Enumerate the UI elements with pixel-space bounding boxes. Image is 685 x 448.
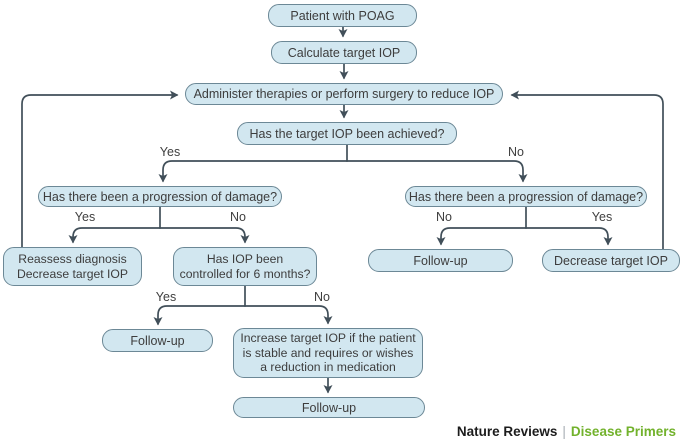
node-calculate-target-iop: Calculate target IOP: [271, 41, 417, 64]
edge-label-achieved-yes: Yes: [159, 145, 181, 159]
node-reassess-diagnosis: Reassess diagnosis Decrease target IOP: [3, 247, 142, 286]
journal-credit: Nature Reviews | Disease Primers: [457, 424, 676, 439]
node-progression-of-damage-right: Has there been a progression of damage?: [405, 186, 647, 207]
edge-label-controlled-no: No: [314, 290, 330, 304]
node-followup-right: Follow-up: [368, 249, 513, 272]
node-followup-bottom: Follow-up: [233, 397, 425, 418]
node-line: is stable and requires or wishes: [242, 345, 414, 360]
edge-label-progression-right-yes: Yes: [591, 210, 613, 224]
node-line: Decrease target IOP: [16, 266, 129, 281]
journal-brand: Nature Reviews: [456, 424, 558, 439]
node-patient-with-poag: Patient with POAG: [268, 4, 417, 27]
node-target-iop-achieved: Has the target IOP been achieved?: [237, 122, 457, 145]
node-line: controlled for 6 months?: [179, 266, 311, 281]
node-line: Reassess diagnosis: [18, 251, 127, 266]
edge-label-progression-left-yes: Yes: [74, 210, 96, 224]
edge-label-progression-left-no: No: [230, 210, 246, 224]
node-line: a reduction in medication: [260, 360, 396, 375]
edge-label-controlled-yes: Yes: [155, 290, 177, 304]
node-line: Increase target IOP if the patient: [240, 331, 416, 346]
journal-separator: |: [562, 424, 566, 439]
node-decrease-target-iop: Decrease target IOP: [542, 249, 680, 272]
node-increase-target-iop: Increase target IOP if the patient is st…: [233, 328, 423, 378]
journal-name: Disease Primers: [570, 424, 676, 439]
node-administer-therapies: Administer therapies or perform surgery …: [185, 83, 503, 105]
node-progression-of-damage-left: Has there been a progression of damage?: [38, 186, 282, 207]
node-iop-controlled-6-months: Has IOP been controlled for 6 months?: [173, 247, 317, 286]
edge-label-achieved-no: No: [508, 145, 524, 159]
edge-label-progression-right-no: No: [436, 210, 452, 224]
node-line: Has IOP been: [206, 251, 284, 266]
node-followup-mid: Follow-up: [102, 329, 213, 352]
